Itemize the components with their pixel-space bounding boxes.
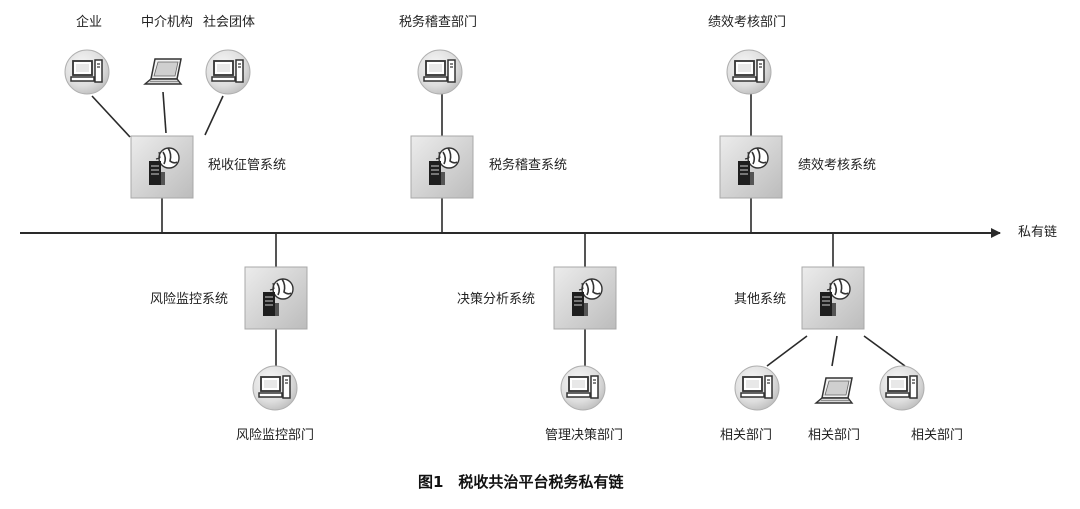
tax-collection-server-icon	[130, 135, 194, 199]
label-tax-audit-system: 税务稽查系统	[489, 158, 568, 173]
other-server-icon	[801, 266, 865, 330]
label-decision-analysis-system: 决策分析系统	[457, 292, 536, 307]
decision-dept-desktop-icon	[560, 365, 606, 411]
intermediary-laptop-icon	[144, 58, 182, 85]
label-intermediary: 中介机构	[141, 15, 194, 30]
label-social-group: 社会团体	[203, 15, 256, 30]
label-performance-dept: 绩效考核部门	[708, 15, 787, 30]
label-related-dept-2: 相关部门	[808, 428, 861, 443]
performance-dept-desktop-icon	[726, 49, 772, 95]
decision-analysis-server-icon	[553, 266, 617, 330]
risk-dept-desktop-icon	[252, 365, 298, 411]
label-tax-collection-system: 税收征管系统	[208, 158, 287, 173]
enterprise-desktop-icon	[64, 49, 110, 95]
risk-monitor-server-icon	[244, 266, 308, 330]
label-related-dept-1: 相关部门	[720, 428, 773, 443]
social-group-desktop-icon	[205, 49, 251, 95]
label-decision-dept: 管理决策部门	[545, 428, 624, 443]
label-risk-dept: 风险监控部门	[236, 428, 315, 443]
label-risk-monitor-system: 风险监控系统	[150, 292, 229, 307]
label-performance-system: 绩效考核系统	[798, 158, 877, 173]
label-related-dept-3: 相关部门	[911, 428, 964, 443]
tax-audit-server-icon	[410, 135, 474, 199]
performance-server-icon	[719, 135, 783, 199]
related-dept-3-desktop-icon	[879, 365, 925, 411]
label-private-chain: 私有链	[1018, 225, 1058, 240]
label-enterprise: 企业	[76, 15, 103, 30]
label-audit-dept: 税务稽查部门	[399, 15, 478, 30]
related-dept-1-desktop-icon	[734, 365, 780, 411]
label-other-system: 其他系统	[734, 292, 787, 307]
audit-dept-desktop-icon	[417, 49, 463, 95]
related-dept-2-laptop-icon	[815, 377, 853, 404]
connector-lines	[91, 91, 906, 367]
figure-caption: 图1 税收共治平台税务私有链	[418, 473, 624, 491]
